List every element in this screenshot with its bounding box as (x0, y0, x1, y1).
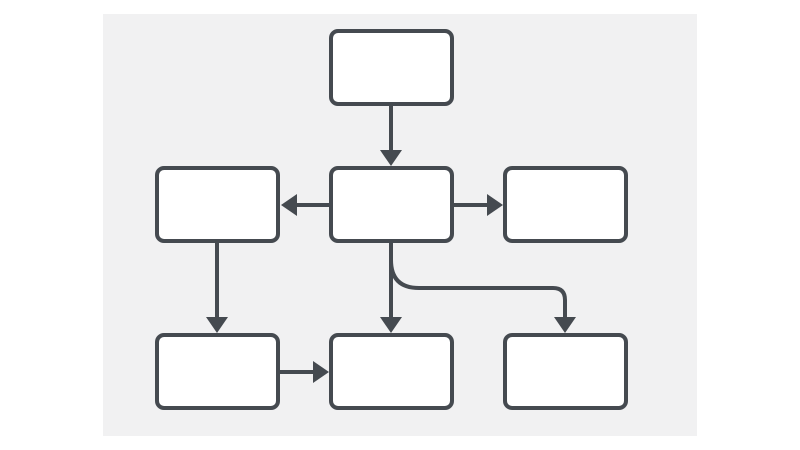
arrowhead-middle-left (281, 194, 297, 216)
nodes-layer (155, 29, 628, 410)
node-top-center (329, 29, 454, 106)
arrowhead-middle-right (487, 194, 503, 216)
arrowhead-bottom-center-left (313, 361, 329, 383)
node-bottom-center (329, 333, 454, 410)
node-middle-left (155, 166, 280, 243)
node-middle-right (503, 166, 628, 243)
arrowhead-middle-center-top (380, 150, 402, 166)
arrowhead-bottom-right (554, 317, 576, 333)
arrowhead-bottom-center-top (380, 317, 402, 333)
node-bottom-right (503, 333, 628, 410)
edge-middle-center-to-bottom-right (389, 259, 567, 319)
node-bottom-left (155, 333, 280, 410)
edges-layer (206, 105, 576, 383)
node-middle-center (329, 166, 454, 243)
arrowhead-bottom-left (206, 317, 228, 333)
